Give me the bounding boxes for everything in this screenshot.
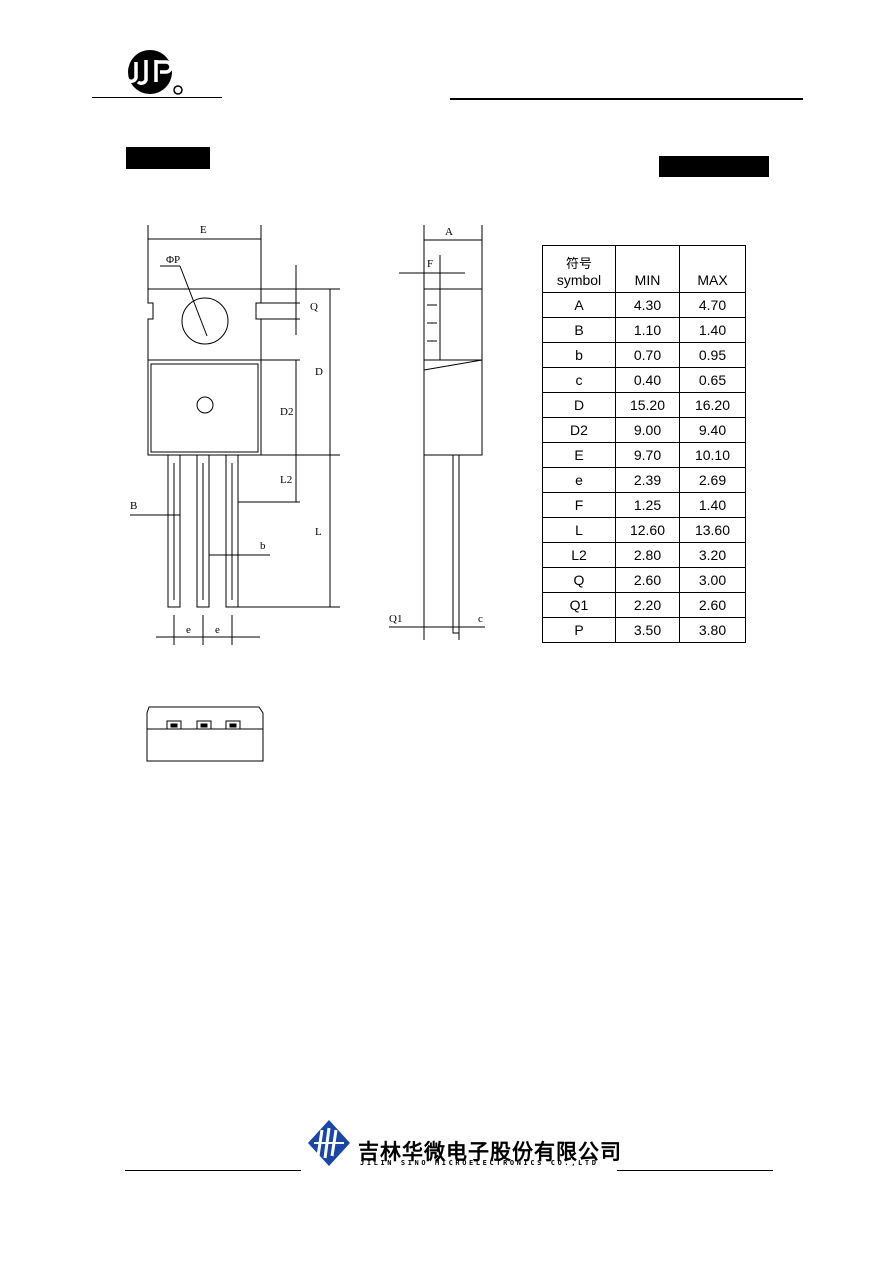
- cell-symbol: P: [542, 617, 616, 643]
- cell-min: 1.25: [615, 492, 680, 518]
- label-phiP: ΦP: [166, 254, 180, 266]
- footer-company-en: JILIN SINO MICROELECTRONICS CO.,LTD: [360, 1159, 599, 1167]
- cell-symbol: Q: [542, 567, 616, 593]
- label-L: L: [315, 526, 322, 538]
- footer-rule-left: [125, 1170, 301, 1171]
- label-c: c: [478, 613, 483, 625]
- cell-min: 2.80: [615, 542, 680, 568]
- package-top-view: [146, 706, 264, 762]
- cell-max: 4.70: [679, 292, 746, 318]
- header-symbol-en: symbol: [556, 272, 602, 288]
- cell-symbol: L2: [542, 542, 616, 568]
- label-L2: L2: [280, 474, 292, 486]
- cell-min: 3.50: [615, 617, 680, 643]
- cell-max: 1.40: [679, 317, 746, 343]
- cell-max: 0.65: [679, 367, 746, 393]
- label-E: E: [200, 224, 207, 236]
- cell-min: 12.60: [615, 517, 680, 543]
- header-rule-left: [92, 97, 222, 98]
- cell-max: 0.95: [679, 342, 746, 368]
- company-logo: [126, 50, 183, 95]
- cell-max: 13.60: [679, 517, 746, 543]
- cell-max: 2.69: [679, 467, 746, 493]
- cell-min: 9.00: [615, 417, 680, 443]
- cell-max: 10.10: [679, 442, 746, 468]
- header-symbol-cn: 符号: [565, 257, 592, 272]
- cell-max: 3.00: [679, 567, 746, 593]
- cell-min: 2.20: [615, 592, 680, 618]
- label-B: B: [130, 500, 137, 512]
- side-view-drawing: A F Q1 c: [389, 225, 485, 640]
- label-D2: D2: [280, 406, 293, 418]
- label-Q: Q: [310, 301, 318, 313]
- label-b: b: [260, 540, 266, 552]
- cell-min: 2.39: [615, 467, 680, 493]
- cell-min: 15.20: [615, 392, 680, 418]
- label-D: D: [315, 366, 323, 378]
- cell-min: 0.70: [615, 342, 680, 368]
- cell-max: 3.20: [679, 542, 746, 568]
- cell-symbol: e: [542, 467, 616, 493]
- cell-max: 3.80: [679, 617, 746, 643]
- cell-symbol: B: [542, 317, 616, 343]
- cell-symbol: A: [542, 292, 616, 318]
- cell-max: 16.20: [679, 392, 746, 418]
- front-view-drawing: E ΦP Q D D2 L2 L B b e e: [130, 224, 340, 645]
- label-Q1: Q1: [389, 613, 402, 625]
- package-name-block: [659, 156, 769, 177]
- cell-min: 2.60: [615, 567, 680, 593]
- cell-symbol: c: [542, 367, 616, 393]
- cell-symbol: D2: [542, 417, 616, 443]
- cell-min: 0.40: [615, 367, 680, 393]
- label-F: F: [427, 258, 433, 270]
- label-A: A: [445, 226, 453, 238]
- header-symbol-cell: 符号 symbol: [542, 245, 616, 293]
- cell-symbol: E: [542, 442, 616, 468]
- header-max: MAX: [679, 245, 746, 293]
- cell-max: 2.60: [679, 592, 746, 618]
- label-e-1: e: [186, 624, 191, 636]
- cell-symbol: b: [542, 342, 616, 368]
- header-min: MIN: [615, 245, 680, 293]
- table-header-row: 符号 symbol MIN MAX: [542, 245, 746, 293]
- cell-max: 9.40: [679, 417, 746, 443]
- header-rule-right: [450, 98, 803, 100]
- cell-symbol: D: [542, 392, 616, 418]
- cell-min: 9.70: [615, 442, 680, 468]
- footer-rule-right: [617, 1170, 773, 1171]
- section-title-block: [126, 147, 210, 169]
- footer-company-cn: 吉林华微电子股份有限公司: [358, 1140, 622, 1164]
- label-e-2: e: [215, 624, 220, 636]
- cell-symbol: Q1: [542, 592, 616, 618]
- cell-min: 4.30: [615, 292, 680, 318]
- cell-min: 1.10: [615, 317, 680, 343]
- cell-symbol: L: [542, 517, 616, 543]
- cell-max: 1.40: [679, 492, 746, 518]
- footer-logo-icon: [308, 1120, 350, 1166]
- cell-symbol: F: [542, 492, 616, 518]
